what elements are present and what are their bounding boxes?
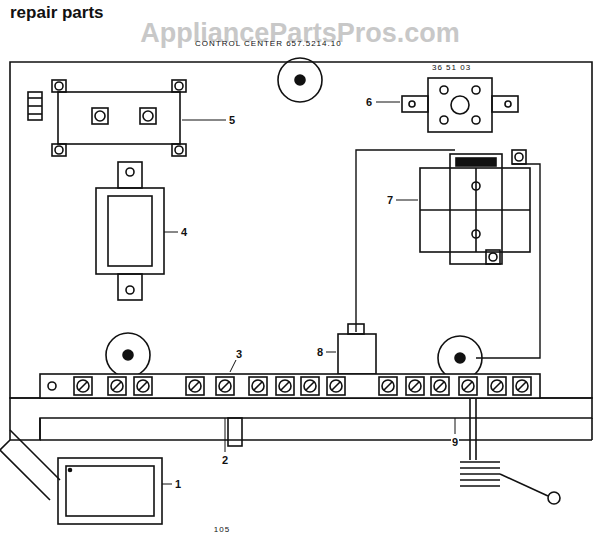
terminal-screw (327, 377, 345, 395)
callout-number: 7 (386, 195, 394, 206)
callout-number: 5 (228, 115, 236, 126)
callout-number: 9 (451, 437, 459, 448)
drawing-number: 36 51 03 (432, 64, 471, 72)
page-title: repair parts (10, 4, 104, 21)
terminal-screw (406, 377, 424, 395)
side-connector (28, 92, 42, 120)
terminal-screw (216, 377, 234, 395)
terminal-screw (108, 377, 126, 395)
wire (356, 150, 455, 332)
terminal-screw (134, 377, 152, 395)
terminal-screw (249, 377, 267, 395)
grommet (106, 333, 150, 377)
panel-flange (10, 398, 592, 440)
callout-number: 6 (365, 97, 373, 108)
heater-coil (460, 398, 560, 504)
control-module (420, 150, 530, 264)
terminal-screw (513, 377, 531, 395)
thermal-sensor (338, 324, 376, 374)
callout-number: 3 (235, 349, 243, 360)
panel-edge (0, 418, 592, 450)
relay (402, 78, 518, 132)
label-plate (0, 430, 162, 524)
grommet (278, 58, 322, 102)
terminal-screw (431, 377, 449, 395)
callout-number: 8 (316, 347, 324, 358)
model-caption: CONTROL CENTER 657.5214.10 (195, 40, 342, 48)
callout-number: 2 (221, 455, 229, 466)
terminal-strip (40, 374, 540, 398)
wire (476, 164, 540, 358)
terminal-screw (488, 377, 506, 395)
terminal-screw (74, 377, 92, 395)
terminal-screw (459, 377, 477, 395)
terminal-screw (301, 377, 319, 395)
terminal-screw (186, 377, 204, 395)
page-number: 105 (214, 526, 230, 534)
terminal-screw (276, 377, 294, 395)
terminal-plate (52, 80, 186, 156)
panel-outline (10, 62, 592, 398)
transformer (96, 162, 164, 300)
terminal-screw (379, 377, 397, 395)
callout-number: 1 (174, 479, 182, 490)
callout-number: 4 (180, 227, 188, 238)
